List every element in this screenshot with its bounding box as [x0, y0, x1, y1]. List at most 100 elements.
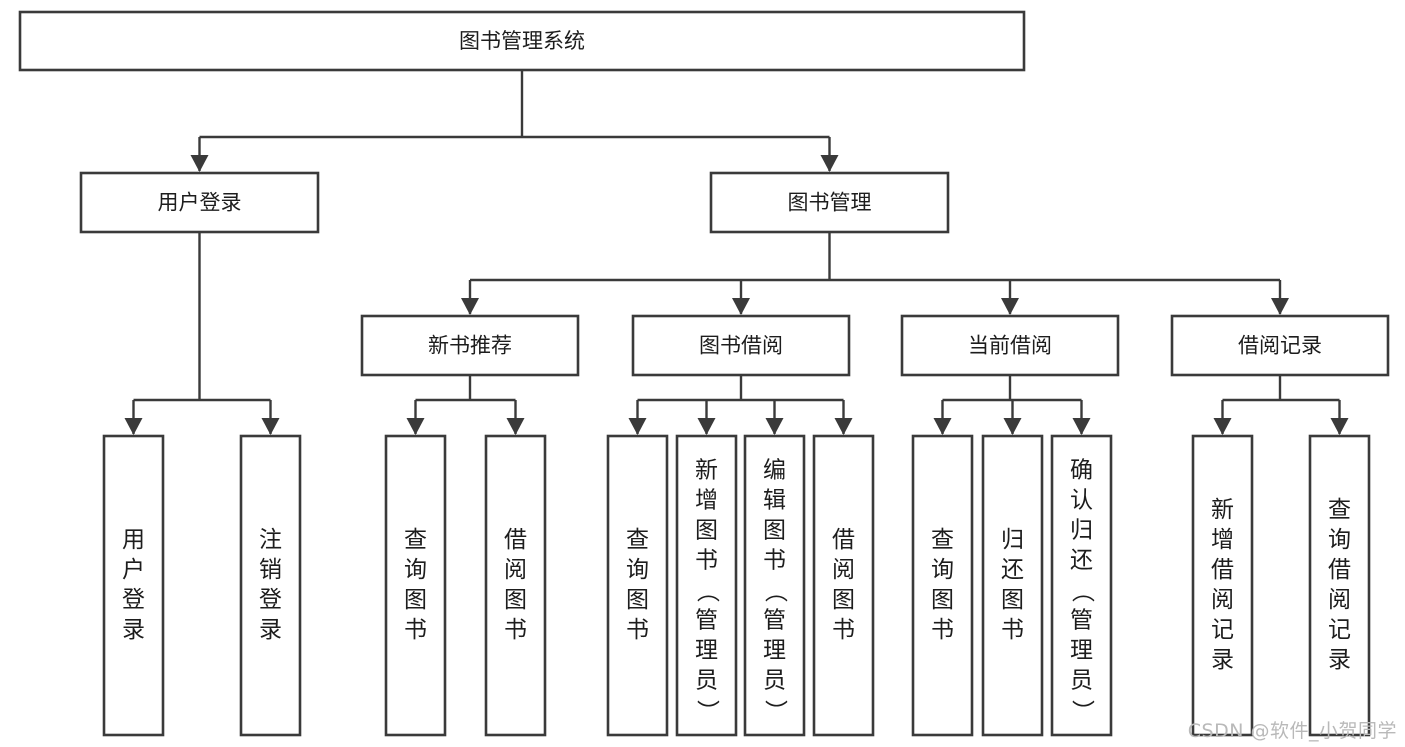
node-book-management[interactable]: 图书管理: [709, 171, 950, 234]
node-label-char: 录: [122, 617, 145, 643]
node-label-char: （: [694, 580, 720, 603]
node-user-login[interactable]: 用户登录: [79, 171, 320, 234]
node-label-char: 书: [763, 548, 786, 574]
node-label-char: 查: [404, 527, 427, 553]
node-label-char: 借: [504, 527, 527, 553]
node-label-char: 编: [763, 458, 786, 484]
node-label-current-borrow: 当前借阅: [968, 334, 1052, 358]
node-label-char: 管: [763, 608, 786, 634]
node-label-char: 借: [1328, 557, 1351, 583]
arrow-head-icon: [124, 418, 143, 435]
node-box-leaf-borrow-book-borrow: [812, 434, 875, 737]
node-box-leaf-add-book-admin: [675, 434, 738, 737]
node-label-char: 注: [259, 527, 282, 553]
node-label-char: 还: [1001, 557, 1024, 583]
node-box-book-management: [709, 171, 950, 234]
arrow-head-icon: [1213, 418, 1232, 435]
node-label-char: 录: [259, 617, 282, 643]
node-label-char: 户: [122, 557, 145, 583]
node-box-root: [18, 10, 1026, 72]
node-label-char: 询: [931, 557, 954, 583]
node-root[interactable]: 图书管理系统: [18, 10, 1026, 72]
node-label-char: 书: [931, 617, 954, 643]
node-label-char: 阅: [1211, 587, 1234, 613]
node-label-char: 归: [1070, 518, 1093, 544]
node-label-char: 员: [1070, 668, 1093, 694]
node-leaf-user-login[interactable]: 用户登录: [102, 434, 165, 737]
connectors-layer: [124, 70, 1349, 435]
node-label-char: 记: [1211, 617, 1234, 643]
arrow-head-icon: [461, 298, 479, 315]
node-label-char: 查: [931, 527, 954, 553]
node-label-char: 询: [626, 557, 649, 583]
arrow-head-icon: [628, 418, 647, 435]
arrow-head-icon: [406, 418, 425, 435]
arrow-head-icon: [697, 418, 716, 435]
node-borrow-record[interactable]: 借阅记录: [1170, 314, 1390, 377]
node-label-char: 理: [695, 638, 718, 664]
node-label-char: 阅: [1328, 587, 1351, 613]
node-label-char: 图: [626, 587, 649, 613]
node-box-new-book-recommend: [360, 314, 580, 377]
node-label-char: 阅: [832, 557, 855, 583]
node-label-char: 查: [626, 527, 649, 553]
node-label-char: 用: [122, 527, 145, 553]
node-box-leaf-confirm-return-admin: [1050, 434, 1113, 737]
node-label-book-management: 图书管理: [788, 191, 872, 215]
node-label-char: 图: [832, 587, 855, 613]
node-label-char: 书: [1001, 617, 1024, 643]
node-label-char: 登: [122, 587, 145, 613]
arrow-head-icon: [506, 418, 525, 435]
node-label-char: 阅: [504, 557, 527, 583]
node-new-book-recommend[interactable]: 新书推荐: [360, 314, 580, 377]
arrow-head-icon: [834, 418, 853, 435]
arrow-head-icon: [1330, 418, 1349, 435]
arrow-head-icon: [1271, 298, 1289, 315]
node-label-char: 还: [1070, 548, 1093, 574]
node-label-char: 图: [763, 518, 786, 544]
node-label-char: 员: [763, 668, 786, 694]
node-box-borrow-record: [1170, 314, 1390, 377]
csdn-watermark: CSDN @软件_小贺同学: [1187, 720, 1397, 742]
arrow-head-icon: [1003, 418, 1022, 435]
node-label-char: 查: [1328, 497, 1351, 523]
node-label-char: 录: [1328, 647, 1351, 673]
node-current-borrow[interactable]: 当前借阅: [900, 314, 1120, 377]
arrow-head-icon: [820, 155, 839, 172]
node-box-leaf-return-book: [981, 434, 1044, 737]
node-label-char: 书: [504, 617, 527, 643]
node-label-char: ）: [1069, 700, 1095, 723]
node-label-char: （: [762, 580, 788, 603]
node-label-char: 理: [1070, 638, 1093, 664]
node-label-char: 书: [832, 617, 855, 643]
node-label-char: 归: [1001, 527, 1024, 553]
arrow-head-icon: [765, 418, 784, 435]
node-box-leaf-borrow-book-recommend: [484, 434, 547, 737]
node-label-char: 询: [1328, 527, 1351, 553]
node-box-leaf-query-book-current: [911, 434, 974, 737]
node-box-leaf-query-borrow-record: [1308, 434, 1371, 737]
node-label-char: 新: [1211, 497, 1234, 523]
node-box-leaf-user-logout: [239, 434, 302, 737]
node-label-char: 借: [832, 527, 855, 553]
connector-book-management-to-level3: [461, 232, 1289, 315]
nodes-layer: 图书管理系统用户登录图书管理新书推荐图书借阅当前借阅借阅记录用户登录注销登录查询…: [18, 10, 1390, 737]
connector-borrow-record-to-leaves: [1213, 375, 1349, 435]
node-label-char: 新: [695, 458, 718, 484]
node-label-char: 图: [1001, 587, 1024, 613]
node-book-borrow[interactable]: 图书借阅: [631, 314, 851, 377]
node-label-char: 图: [404, 587, 427, 613]
